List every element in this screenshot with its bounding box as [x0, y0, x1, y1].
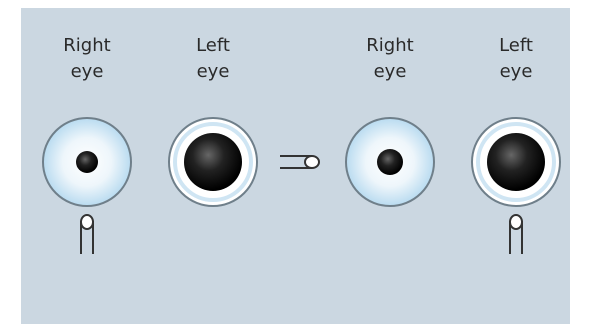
pupil-small-2	[377, 149, 403, 175]
eye-left-dilated-2	[472, 118, 560, 206]
pupil-large-2	[487, 133, 545, 191]
eye-right-constricted-2	[346, 118, 434, 206]
pupil-small-1	[76, 151, 98, 173]
pupil-large-1	[184, 133, 242, 191]
flashlight-horizontal-icon	[280, 156, 319, 168]
flashlight-icon	[81, 215, 93, 254]
eye-left-dilated-1	[169, 118, 257, 206]
flashlight-left-eye-icon	[510, 215, 522, 254]
eye-right-constricted-1	[43, 118, 131, 206]
